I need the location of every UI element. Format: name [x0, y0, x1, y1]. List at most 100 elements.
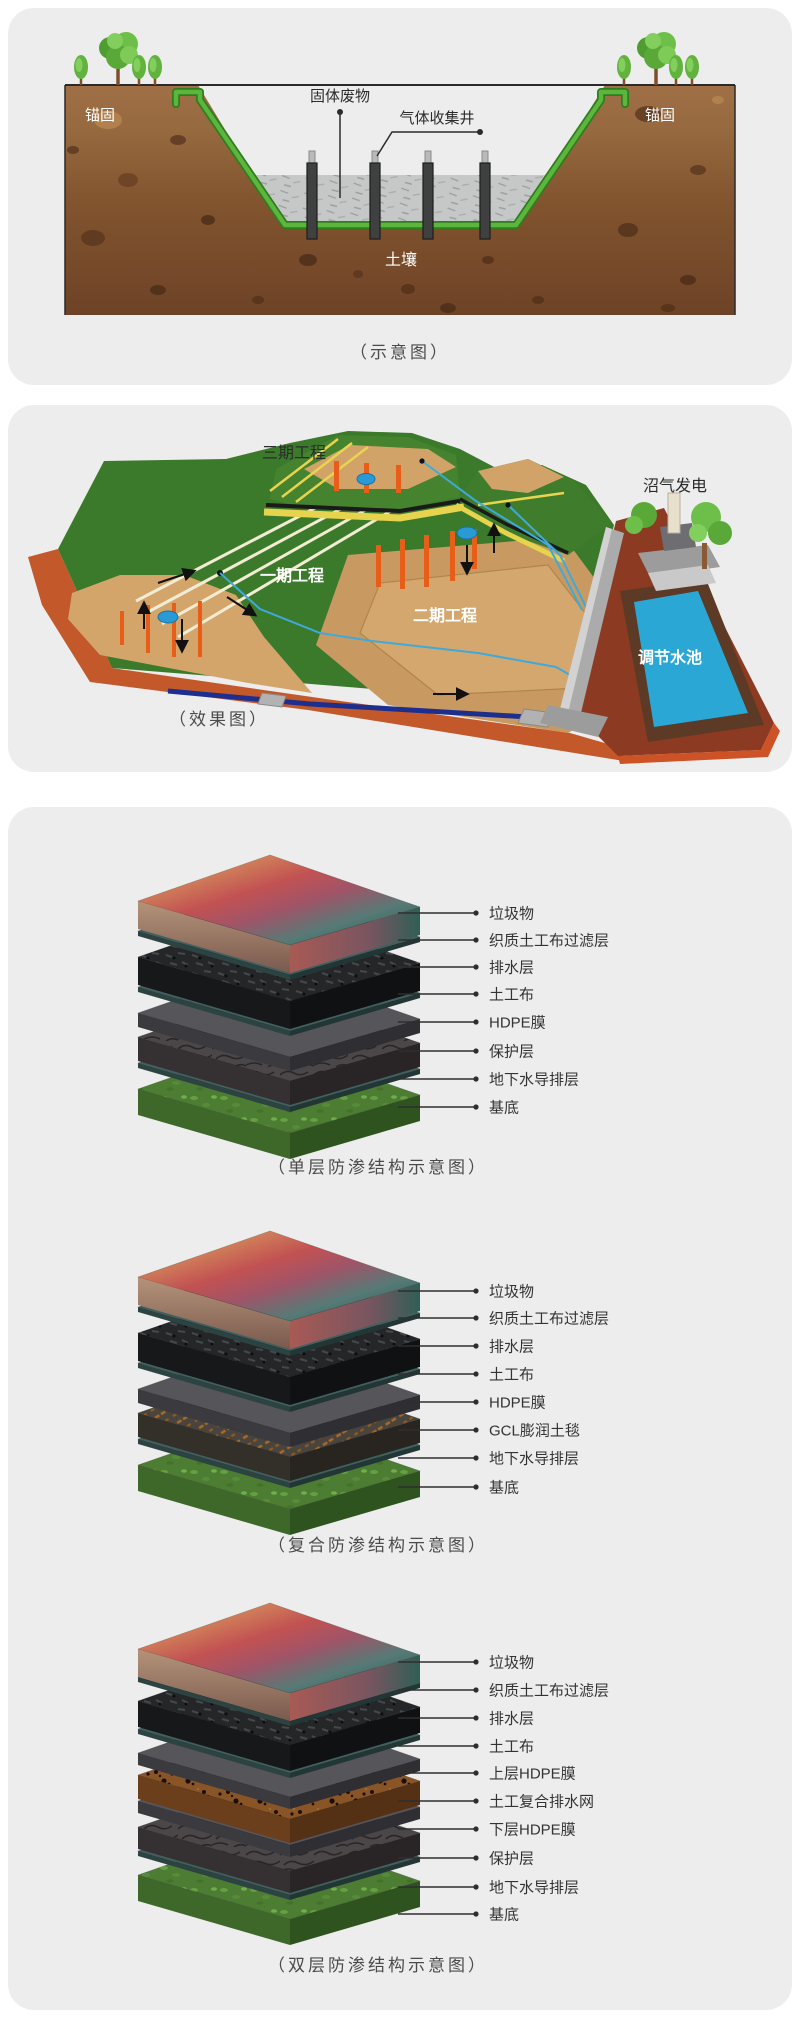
layer-label: 地下水导排层 [489, 1451, 579, 1468]
label-dot [473, 1048, 479, 1054]
layer-slab-waste [137, 1230, 421, 1349]
layer-label-row: 基底 [398, 1907, 519, 1924]
wellhead-dot [157, 610, 179, 624]
layer-label-row: HDPE膜 [398, 1015, 546, 1032]
layer-label: 垃圾物 [489, 1284, 534, 1301]
layer-label-row: 垃圾物 [398, 1655, 534, 1672]
soil-label: 土壤 [385, 250, 417, 269]
label-dot [473, 1104, 479, 1110]
concrete-wall [540, 527, 624, 737]
layer-slab-waste [137, 1602, 421, 1721]
biogas-label: 沼气发电 [643, 477, 707, 495]
layer-label-row: 土工布 [398, 1739, 534, 1756]
anchor-right-label: 锚固 [645, 107, 675, 124]
layer-label-row: 织质土工布过滤层 [398, 1683, 609, 1700]
label-dot [473, 1687, 479, 1693]
layer-label: 地下水导排层 [489, 1880, 579, 1897]
trees-right [615, 30, 701, 87]
layer-label: 地下水导排层 [489, 1072, 579, 1089]
label-dot [473, 1884, 479, 1890]
composite-liner-caption: （复合防渗结构示意图） [268, 1536, 488, 1555]
cross-section-illustration: 锚固 锚固 固体废物 气体收集井 土壤 [64, 30, 736, 315]
layer-label-row: 土工布 [398, 987, 534, 1004]
apron-gas-wells [120, 601, 202, 657]
single-liner-caption: （单层防渗结构示意图） [268, 1158, 488, 1177]
liner-stack-double [137, 1602, 421, 1945]
layer-label-row: 基底 [398, 1480, 519, 1497]
central-gas-wells [376, 529, 477, 589]
gas-well [422, 150, 434, 240]
biogas-plant [625, 492, 732, 591]
tree-icon [625, 502, 657, 534]
layer-label: 垃圾物 [489, 1655, 534, 1672]
layer-label: GCL膨润土毯 [489, 1423, 580, 1440]
layer-label: 基底 [489, 1907, 519, 1924]
layer-label-row: 排水层 [398, 960, 534, 977]
rust-cliff [28, 549, 624, 761]
layer-slab-waste [137, 854, 421, 973]
layer-label: 排水层 [489, 1711, 534, 1728]
liner-labels-double: 垃圾物织质土工布过滤层排水层土工布上层HDPE膜土工复合排水网下层HDPE膜保护… [398, 1655, 609, 1924]
layer-label: 土工布 [489, 1739, 534, 1756]
label-dot [473, 1019, 479, 1025]
layer-label: 基底 [489, 1480, 519, 1497]
label-dot [473, 910, 479, 916]
label-dot [473, 1076, 479, 1082]
layer-label-row: GCL膨润土毯 [398, 1423, 580, 1440]
gas-well [306, 150, 318, 240]
anchor-left-label: 锚固 [85, 107, 115, 124]
liner-membrane [172, 88, 629, 229]
label-dot [473, 1371, 479, 1377]
layer-label-row: 织质土工布过滤层 [398, 1311, 609, 1328]
layer-label: 土工布 [489, 1367, 534, 1384]
layer-label: 基底 [489, 1100, 519, 1117]
layer-label: 织质土工布过滤层 [489, 933, 609, 950]
layer-label: 土工复合排水网 [489, 1793, 594, 1811]
layer-label: HDPE膜 [489, 1015, 546, 1032]
tree-icon [689, 502, 732, 569]
leachate-pipe [219, 572, 571, 676]
label-dot [473, 1855, 479, 1861]
rust-rim [618, 723, 780, 764]
liner-stack-single [137, 854, 421, 1159]
pipe-node [419, 458, 425, 464]
label-dot [473, 1455, 479, 1461]
layer-label-row: 下层HDPE膜 [398, 1822, 576, 1839]
phase3-mound [263, 435, 465, 522]
layer-label: 保护层 [489, 1044, 534, 1061]
label-dot [473, 1715, 479, 1721]
label-dot [473, 1826, 479, 1832]
layer-label-row: 保护层 [398, 1044, 534, 1061]
label-dot [473, 1743, 479, 1749]
layer-label-row: 基底 [398, 1100, 519, 1117]
layer-label-row: 保护层 [398, 1851, 534, 1868]
east-knoll [454, 459, 612, 564]
retaining-band-black [265, 499, 461, 514]
phase2-plateau [316, 537, 626, 733]
layer-label-row: 上层HDPE膜 [398, 1766, 576, 1783]
label-dot [473, 1427, 479, 1433]
label-dot [473, 1288, 479, 1294]
rendering-caption: （效果图） [169, 710, 269, 729]
arrow-icon [226, 596, 258, 617]
label-dot [473, 1911, 479, 1917]
layer-label: HDPE膜 [489, 1395, 546, 1412]
solid-waste-fill [252, 175, 549, 227]
trees-left [72, 30, 164, 87]
layer-label-row: 垃圾物 [398, 1284, 534, 1301]
gas-well [479, 150, 491, 240]
layer-label-row: 地下水导排层 [398, 1451, 579, 1468]
gas-pipes [421, 460, 593, 620]
mound-yellow-stripes [269, 438, 369, 503]
phase3-label: 三期工程 [262, 444, 326, 462]
soil-spots [67, 96, 724, 313]
double-liner-caption: （双层防渗结构示意图） [268, 1956, 488, 1975]
phase2-label: 二期工程 [413, 606, 477, 625]
label-dot [473, 1315, 479, 1321]
label-dot [473, 1484, 479, 1490]
